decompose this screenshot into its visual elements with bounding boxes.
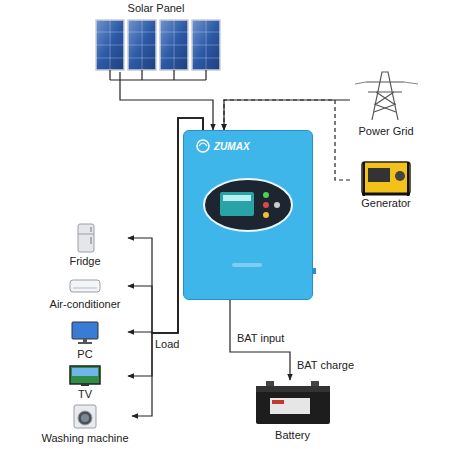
generator-icon [362, 162, 410, 196]
pc-node: PC [42, 320, 128, 361]
pc-icon [72, 322, 98, 344]
node-label: TV [78, 388, 92, 401]
inverter-front [184, 131, 312, 299]
node-label: Battery [275, 429, 310, 442]
connector [230, 300, 290, 380]
washing-machine-node: Washing machine [38, 403, 132, 445]
flow-label: BAT charge [296, 359, 355, 372]
washing-machine-icon [74, 405, 96, 428]
node-label: Washing machine [41, 432, 128, 445]
edge-label: BAT input [236, 332, 285, 345]
fridge-icon [78, 224, 94, 252]
air-conditioner-node: Air-conditioner [42, 278, 128, 311]
connector [224, 100, 350, 130]
node-label: Generator [361, 197, 411, 210]
node-label: Air-conditioner [50, 298, 121, 311]
tv-icon [70, 366, 100, 386]
edge-label: Load [154, 338, 180, 351]
solar-panels [96, 20, 220, 80]
brand-logo: ZUMAX [214, 140, 250, 153]
tv-node: TV [42, 364, 128, 401]
battery-icon [256, 381, 330, 424]
solar-panel-node: Solar Panel [88, 2, 224, 72]
generator-node: Generator [350, 156, 422, 210]
inverter-box: ZUMAX [183, 130, 313, 300]
air-conditioner-icon [70, 280, 100, 292]
node-label: PC [77, 348, 92, 361]
fridge-node: Fridge [42, 222, 128, 268]
connector [120, 72, 213, 130]
node-label: Power Grid [358, 125, 413, 138]
power-grid-node: Power Grid [350, 66, 422, 138]
node-label: Solar Panel [128, 2, 185, 15]
battery-node: Battery [250, 380, 335, 442]
power-tower [355, 72, 418, 120]
node-label: Fridge [69, 255, 100, 268]
